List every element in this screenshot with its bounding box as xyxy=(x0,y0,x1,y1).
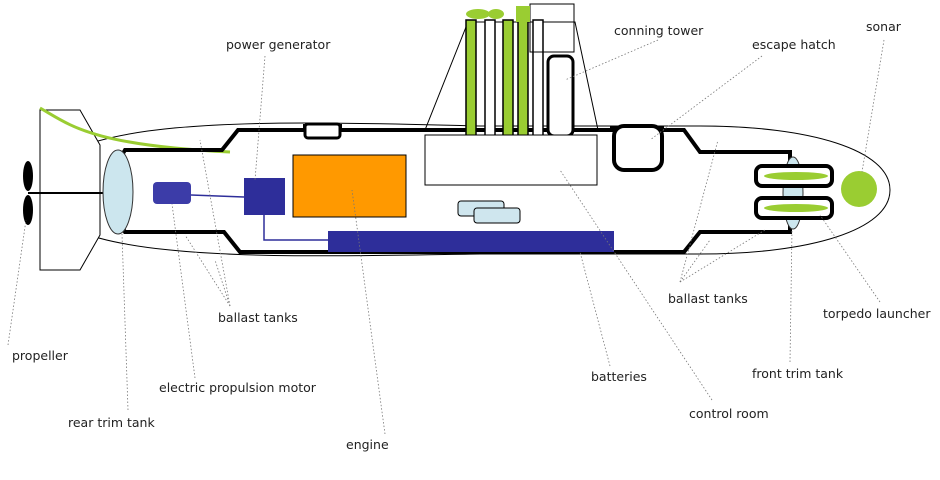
mast-top xyxy=(488,9,504,19)
propeller-icon xyxy=(23,161,33,191)
label-ballast-tanks-front: ballast tanks xyxy=(668,291,748,306)
leader-lines xyxy=(7,39,885,435)
periscope-housing xyxy=(529,3,575,53)
battery-bank xyxy=(328,231,614,252)
propeller-blade xyxy=(23,195,33,225)
mast xyxy=(532,19,544,138)
mast xyxy=(465,19,477,138)
label-batteries: batteries xyxy=(591,369,647,384)
mast xyxy=(517,19,529,138)
mast-top xyxy=(466,9,490,19)
label-front-trim-tank: front trim tank xyxy=(752,366,844,381)
label-electric-propulsion-motor: electric propulsion motor xyxy=(159,380,317,395)
outer-hull xyxy=(39,122,891,257)
label-rear-trim-tank: rear trim tank xyxy=(68,415,155,430)
rear-trim-tank xyxy=(102,149,134,235)
label-torpedo-launcher: torpedo launcher xyxy=(823,306,931,321)
label-control-room: control room xyxy=(689,406,769,421)
mast xyxy=(502,19,514,138)
torpedo xyxy=(764,204,828,212)
torpedo xyxy=(764,172,828,180)
label-sonar: sonar xyxy=(866,19,902,34)
electric-propulsion-motor xyxy=(153,182,191,204)
mast xyxy=(484,19,496,138)
label-engine: engine xyxy=(346,437,389,452)
label-conning-tower: conning tower xyxy=(614,23,704,38)
snorkel xyxy=(546,54,575,138)
mast-top xyxy=(516,6,530,22)
tail-fin xyxy=(39,109,101,271)
motor-cable xyxy=(190,194,245,198)
label-power-generator: power generator xyxy=(226,37,331,52)
control-room xyxy=(424,134,598,186)
sonar xyxy=(841,171,877,207)
escape-hatch xyxy=(612,124,664,172)
label-escape-hatch: escape hatch xyxy=(752,37,836,52)
label-propeller: propeller xyxy=(12,348,69,363)
engine xyxy=(292,154,407,218)
generator-cable xyxy=(263,215,328,241)
label-ballast-tanks-rear: ballast tanks xyxy=(218,310,298,325)
rear-hatch xyxy=(303,122,342,140)
power-generator xyxy=(244,178,285,215)
battery-cell xyxy=(473,207,521,224)
